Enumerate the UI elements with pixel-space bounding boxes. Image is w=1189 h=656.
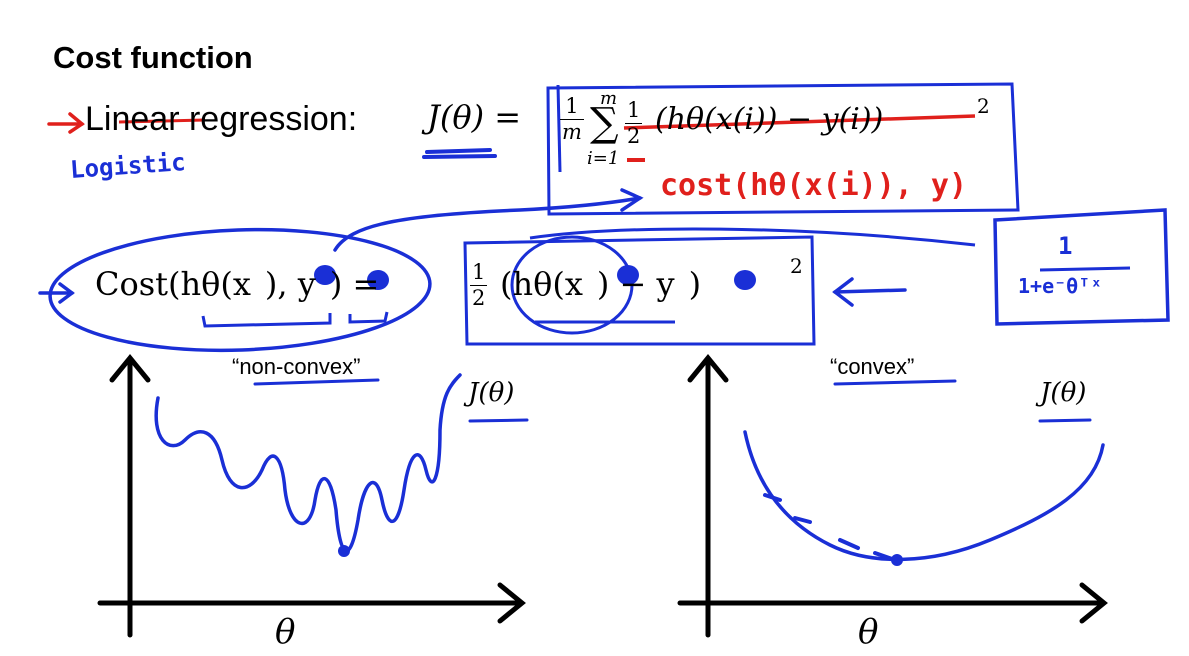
strike-term [623,114,976,130]
right-axes [677,354,1108,638]
formula-top-lhs: J(θ) = [427,98,522,136]
top-formula-box [546,82,1020,216]
sum-lower: i=1 [587,148,620,169]
connector-arrow [333,196,642,252]
h-ellipse [510,235,634,335]
label-non-convex: “non-convex” [232,354,361,379]
left-arrow-icon [832,277,907,307]
right-curve-label: J(θ) [1040,378,1087,408]
sum-symbol: ∑ [590,100,619,146]
blue-arrow-icon [38,282,75,304]
sigmoid-den: 1+e⁻θᵀˣ [1018,274,1103,298]
non-convex-min-point [338,545,350,557]
scribble-marks [314,265,756,290]
left-axes [97,354,526,638]
regression-label: Linear regression: [85,100,357,139]
sum-upper: m [600,88,618,109]
formula-top-body: (hθ(x(i)) − y(i)) [655,102,884,137]
strike-linear [118,118,206,124]
convex-curve [743,430,1105,562]
cost-power: 2 [790,254,803,278]
cost-ellipse [48,227,432,353]
variable-brackets [201,311,389,328]
left-axis-label: θ [275,612,296,652]
non-convex-curve [154,373,462,553]
gradient-step-marks [763,493,897,562]
label-convex: “convex” [830,354,915,379]
slide-title: Cost function [53,40,253,75]
convex-min-point [891,554,903,566]
sigmoid-num: 1 [1058,232,1073,260]
lhs-underline [422,148,497,159]
sigmoid-box [993,208,1170,326]
left-curve-label: J(θ) [468,378,515,408]
right-axis-label: θ [858,612,879,652]
cost-rhs: (hθ(x) − y) [500,265,702,303]
rhs-box [463,235,816,346]
regression-prefix: Linear [85,100,180,138]
regression-word: regression: [188,100,358,138]
cost-lhs: Cost(hθ(x), y) = [95,265,380,303]
red-arrow-icon [47,112,85,134]
formula-top-power: 2 [977,94,990,118]
annotation-cost: cost(hθ(x(i)), y) [660,168,968,203]
label-underlines [253,378,1092,423]
